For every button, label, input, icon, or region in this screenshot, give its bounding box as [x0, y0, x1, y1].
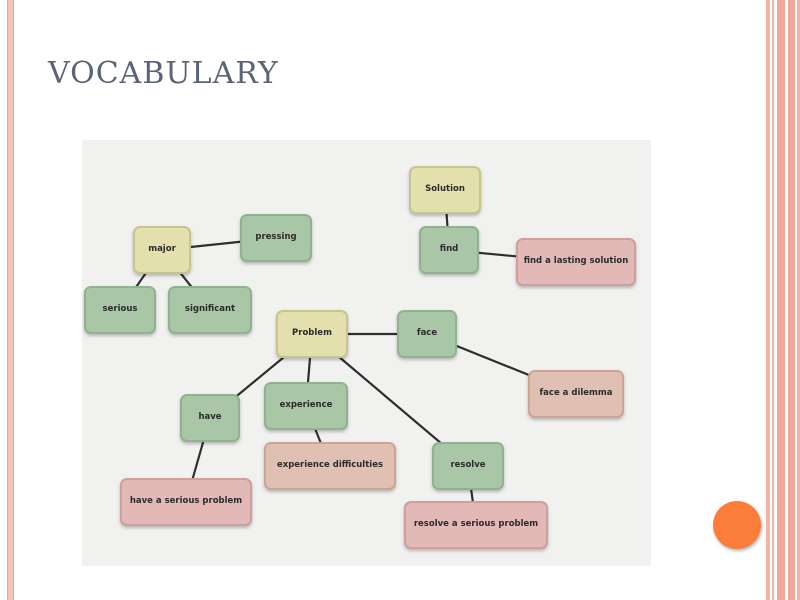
orange-accent-dot	[713, 501, 761, 549]
node-have: have	[180, 394, 240, 442]
node-experience-difficulties: experience difficulties	[264, 442, 396, 490]
node-resolve-a-serious-problem: resolve a serious problem	[404, 501, 548, 549]
node-find: find	[419, 226, 479, 274]
left-border-rule	[7, 0, 14, 600]
node-pressing: pressing	[240, 214, 312, 262]
node-face-a-dilemma: face a dilemma	[528, 370, 624, 418]
node-experience: experience	[264, 382, 348, 430]
node-solution: Solution	[409, 166, 481, 214]
node-significant: significant	[168, 286, 252, 334]
slide-title: VOCABULARY	[48, 56, 279, 91]
node-face: face	[397, 310, 457, 358]
node-resolve: resolve	[432, 442, 504, 490]
node-problem: Problem	[276, 310, 348, 358]
right-decorative-stripes	[766, 0, 800, 600]
concept-map: major pressing serious significant Solut…	[82, 140, 651, 566]
node-have-a-serious-problem: have a serious problem	[120, 478, 252, 526]
node-serious: serious	[84, 286, 156, 334]
node-find-a-lasting-solution: find a lasting solution	[516, 238, 636, 286]
node-major: major	[133, 226, 191, 274]
